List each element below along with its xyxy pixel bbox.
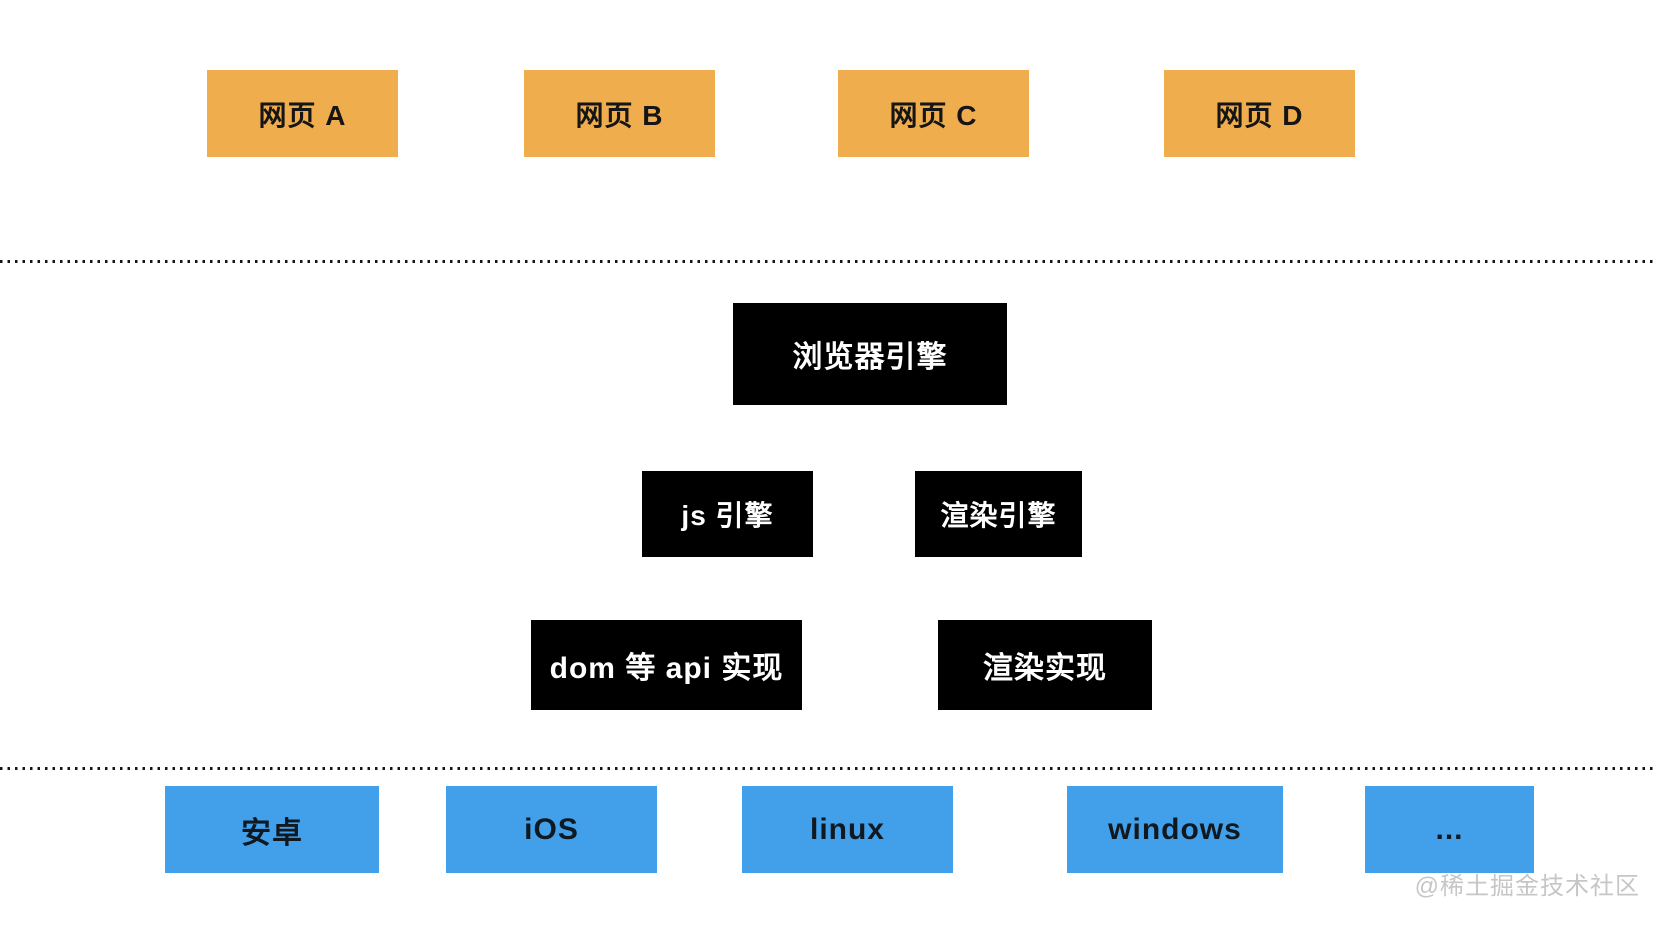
render-impl-box: 渲染实现 [938, 620, 1152, 710]
dotted-separator-bottom [0, 767, 1656, 770]
os-linux-box: linux [742, 786, 953, 873]
os-android-box: 安卓 [165, 786, 379, 873]
js-engine-box: js 引擎 [642, 471, 813, 557]
browser-engine-box: 浏览器引擎 [733, 303, 1007, 405]
webpage-b-box: 网页 B [524, 70, 715, 157]
webpage-c-box: 网页 C [838, 70, 1029, 157]
webpage-d-box: 网页 D [1164, 70, 1355, 157]
dotted-separator-top [0, 260, 1656, 263]
juejin-watermark: @稀土掘金技术社区 [1414, 873, 1640, 900]
os-others-box: ... [1365, 786, 1534, 873]
render-engine-box: 渲染引擎 [915, 471, 1082, 557]
webpage-a-box: 网页 A [207, 70, 398, 157]
os-ios-box: iOS [446, 786, 657, 873]
os-windows-box: windows [1067, 786, 1283, 873]
dom-api-impl-box: dom 等 api 实现 [531, 620, 802, 710]
